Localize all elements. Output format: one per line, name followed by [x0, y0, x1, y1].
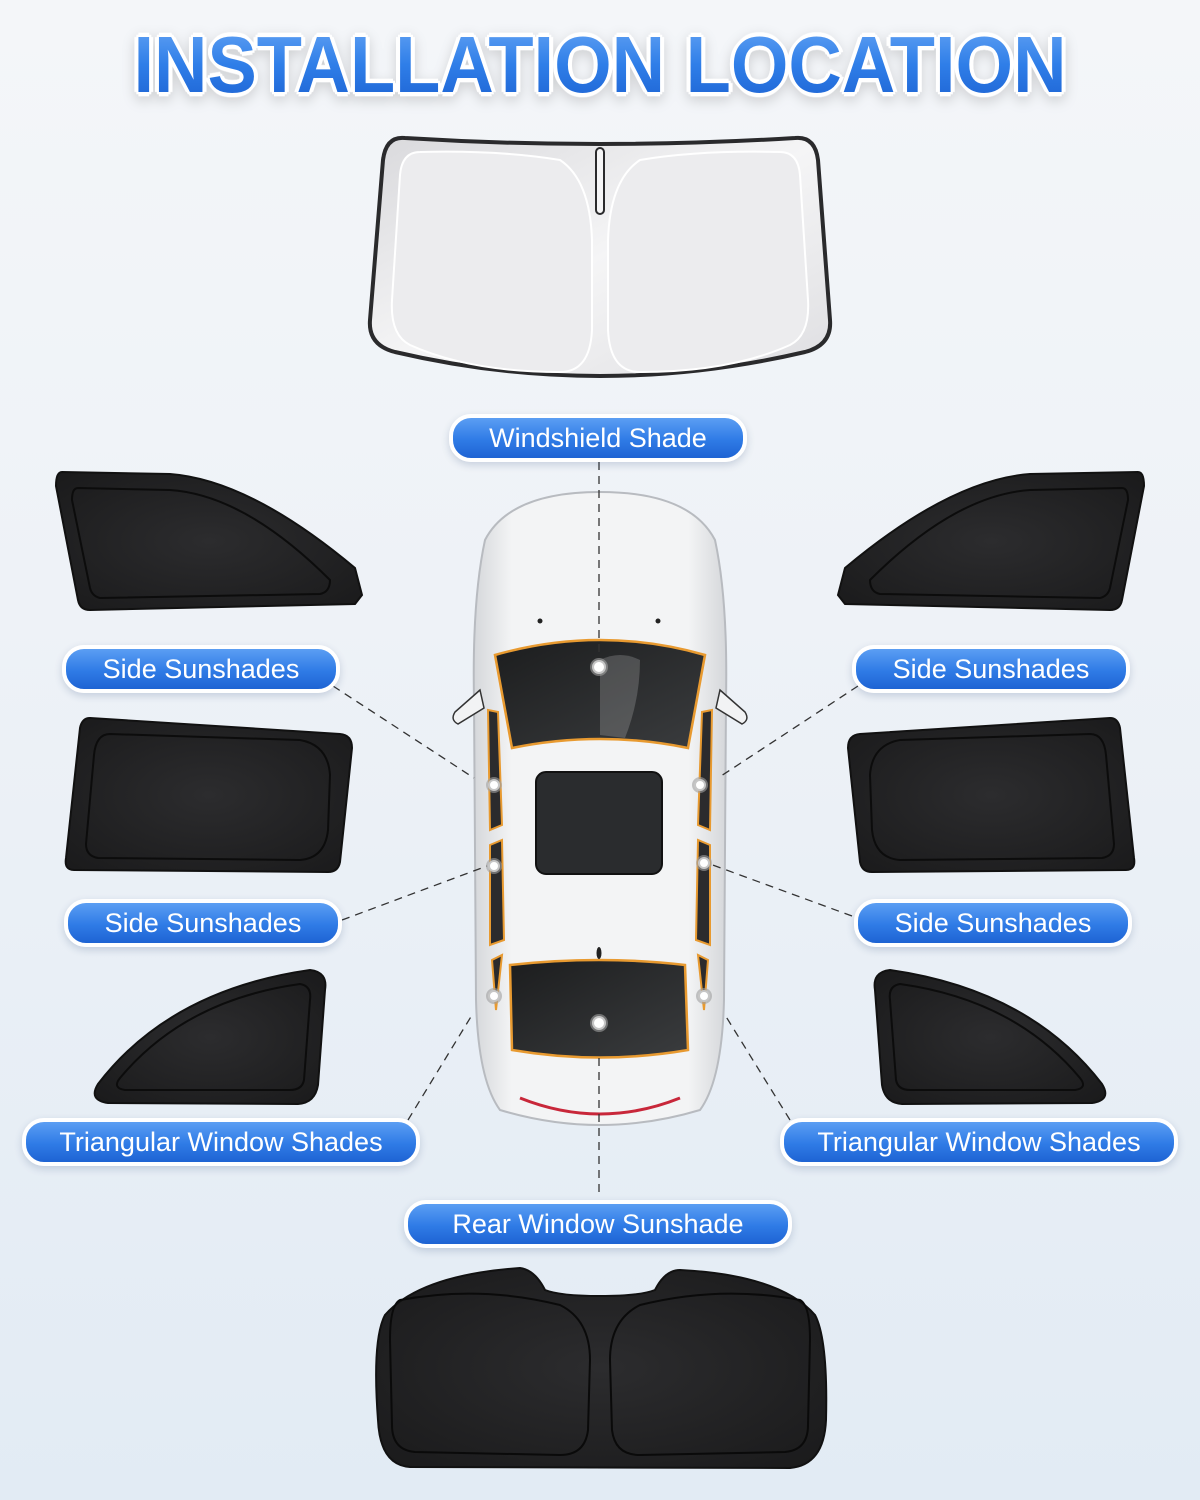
label-side-sunshades-rear-left: Side Sunshades [64, 899, 342, 947]
label-side-sunshades-front-left: Side Sunshades [62, 645, 340, 693]
windshield-shade [367, 135, 833, 378]
location-markers [486, 658, 712, 1032]
triangular-shade-left [93, 968, 327, 1106]
label-side-sunshades-rear-right: Side Sunshades [854, 899, 1132, 947]
label-windshield-shade: Windshield Shade [449, 414, 747, 462]
front-side-shade-right [836, 470, 1146, 612]
page-title: INSTALLATION LOCATION [0, 19, 1200, 111]
car-illustration [452, 490, 748, 1127]
triangular-shade-right [873, 968, 1107, 1106]
label-triangular-window-shades-right: Triangular Window Shades [780, 1118, 1178, 1166]
rear-side-shade-left [64, 716, 354, 874]
label-triangular-window-shades-left: Triangular Window Shades [22, 1118, 420, 1166]
front-side-shade-left [54, 470, 364, 612]
label-side-sunshades-front-right: Side Sunshades [852, 645, 1130, 693]
rear-side-shade-right [846, 716, 1136, 874]
label-rear-window-sunshade: Rear Window Sunshade [404, 1200, 792, 1248]
leader-lines [332, 462, 859, 1195]
rear-window-shade [375, 1266, 828, 1470]
